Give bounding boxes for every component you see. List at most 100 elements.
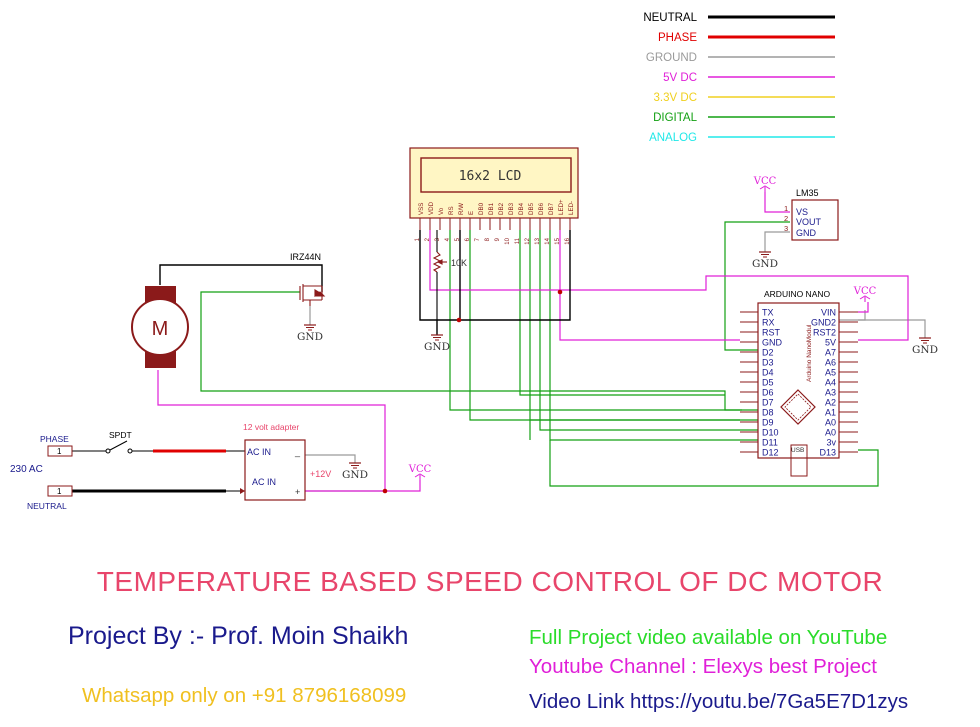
nano-right-pin-label: 3v <box>826 438 836 448</box>
lcd-pin-number: 1 <box>415 237 421 241</box>
spdt-contact-a <box>105 448 111 454</box>
nano-vertical-label: Arduino NanoModul <box>806 324 813 382</box>
motor-body <box>131 298 189 356</box>
neutral-connector-num: 1 <box>57 487 62 496</box>
mosfet-name: IRZ44N <box>290 252 321 262</box>
wires-black <box>159 230 571 335</box>
nano-left-pin-label: D4 <box>762 368 774 378</box>
nano-right-pin-label: A4 <box>825 378 836 388</box>
lcd-pin-number: 11 <box>515 237 521 244</box>
lcd-pin-number: 6 <box>465 237 471 241</box>
nano-pins: TXRXRSTGNDD2D3D4D5D6D7D8D9D10D11D12VINGN… <box>740 308 858 458</box>
phase-label: PHASE <box>40 434 69 444</box>
video-link[interactable]: Video Link https://youtu.be/7Ga5E7D1zys <box>529 690 909 713</box>
wires-ac <box>72 449 245 493</box>
lcd-pin-name: DB6 <box>538 202 545 215</box>
lcd-module: 16x2 LCD VSS1VDD2Vo3RS4R/W5E6DB07DB18DB2… <box>409 147 579 245</box>
adapter-acin-2: AC IN <box>252 477 276 487</box>
lcd-pin-name: Vo <box>438 207 445 215</box>
youtube-channel: Youtube Channel : Elexys best Project <box>529 655 877 678</box>
vcc-label: VCC <box>753 176 777 187</box>
nano-name: ARDUINO NANO <box>764 289 831 299</box>
potentiometer <box>432 230 447 320</box>
nano-usb-label: USB <box>791 447 804 454</box>
vcc-symbols: VCC VCC VCC <box>408 176 877 480</box>
mosfet <box>299 284 326 306</box>
lm35-pin3-num: 3 <box>784 224 788 233</box>
project-author: Project By :- Prof. Moin Shaikh <box>68 622 409 650</box>
adapter-input-arrow <box>240 488 245 494</box>
motor-top-terminal <box>145 286 176 303</box>
lcd-pin-number: 13 <box>535 237 541 244</box>
lcd-pin-number: 12 <box>525 237 531 244</box>
lcd-pin-name: DB3 <box>508 202 515 215</box>
nano-right-pin-label: A2 <box>825 398 836 408</box>
lcd-pin-number: 4 <box>445 237 451 241</box>
nano-right-pin-label: GND2 <box>811 318 836 328</box>
lcd-pin-number: 14 <box>545 237 551 244</box>
vcc-label: VCC <box>853 286 877 297</box>
nano-usb <box>790 444 808 477</box>
adapter-acin-1: AC IN <box>247 447 271 457</box>
power-section: PHASE 1 230 AC 1 NEUTRAL SPDT 12 volt ad… <box>10 422 331 511</box>
lm35-pin3-name: GND <box>796 228 817 238</box>
lcd-pin-number: 7 <box>475 237 481 241</box>
nano-right-pin-label: A5 <box>825 368 836 378</box>
arduino-nano: ARDUINO NANO Arduino NanoModul USB TXRXR… <box>740 289 858 477</box>
nano-left-pin-label: GND <box>762 338 783 348</box>
nano-left-pin-label: D8 <box>762 408 774 418</box>
ground-label: GND <box>342 469 368 481</box>
neutral-label: NEUTRAL <box>27 501 67 511</box>
lcd-pin-number: 2 <box>425 237 431 241</box>
phase-connector <box>47 445 73 457</box>
adapter-body <box>244 439 306 501</box>
adapter-label: 12 volt adapter <box>243 422 299 432</box>
nano-left-pin-label: D9 <box>762 418 774 428</box>
nano-chip-inner <box>784 393 812 421</box>
ground-label: GND <box>297 331 323 343</box>
neutral-connector <box>47 485 73 497</box>
nano-right-pin-label: A0 <box>825 418 836 428</box>
legend-analog-label: ANALOG <box>649 132 697 144</box>
lcd-pin-name: DB7 <box>548 202 555 215</box>
lcd-pin-number: 16 <box>565 237 571 244</box>
vcc-label: VCC <box>408 464 432 475</box>
ac-voltage-label: 230 AC <box>10 464 43 475</box>
lm35-sensor: LM35 1 VS 2 VOUT 3 GND <box>784 188 839 241</box>
lcd-pin-name: VSS <box>418 203 425 215</box>
wires-digital <box>200 221 879 487</box>
nano-left-pin-label: D3 <box>762 358 774 368</box>
lcd-pin-name: RS <box>448 206 455 215</box>
vcc-arrow <box>759 185 771 190</box>
lcd-pins: VSS1VDD2Vo3RS4R/W5E6DB07DB18DB29DB310DB4… <box>415 199 575 245</box>
ground-label: GND <box>424 341 450 353</box>
nano-left-pin-label: D6 <box>762 388 774 398</box>
spdt-contact-b <box>127 448 133 454</box>
nano-right-pin-label: 5V <box>825 338 836 348</box>
junction-dots <box>382 289 563 494</box>
lcd-pin-name: LED+ <box>558 199 565 215</box>
lcd-pin-name: VDD <box>428 201 435 215</box>
nano-left-pin-label: D5 <box>762 378 774 388</box>
phase-connector-num: 1 <box>57 447 62 456</box>
spdt-lever <box>109 440 128 451</box>
lcd-pin-number: 10 <box>505 237 511 244</box>
legend-33v-label: 3.3V DC <box>654 92 697 104</box>
nano-chip <box>780 389 816 425</box>
legend-5v-label: 5V DC <box>663 72 697 84</box>
lcd-pin-name: R/W <box>458 203 465 215</box>
lcd-pin-number: 9 <box>495 237 501 241</box>
motor-bottom-terminal <box>145 351 176 368</box>
nano-left-pin-label: D7 <box>762 398 774 408</box>
wires-5v <box>157 192 909 492</box>
motor-label: M <box>152 318 169 340</box>
nano-left-pin-label: TX <box>762 308 774 318</box>
lcd-pin-name: DB2 <box>498 202 505 215</box>
legend-phase-label: PHASE <box>658 32 697 44</box>
lm35-pin2-num: 2 <box>784 214 788 223</box>
nano-right-pin-label: A3 <box>825 388 836 398</box>
lcd-pin-name: LED- <box>568 201 575 215</box>
lcd-pin-number: 5 <box>455 237 461 241</box>
nano-left-pin-label: D2 <box>762 348 774 358</box>
nano-body <box>757 302 840 459</box>
